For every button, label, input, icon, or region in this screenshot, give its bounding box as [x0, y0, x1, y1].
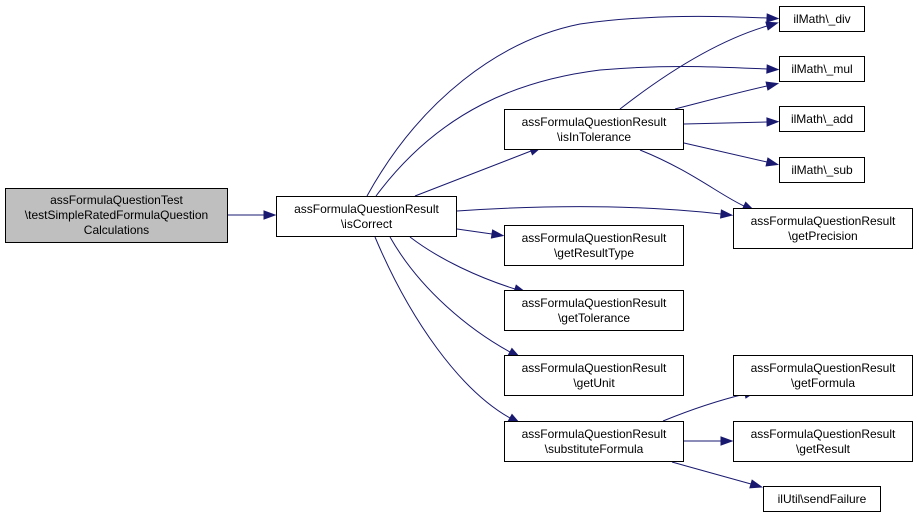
edge-is-in-tolerance-to-div: [619, 25, 768, 110]
node-label: ilMath\_sub: [791, 162, 853, 177]
edge-is-correct-to-get-tolerance: [409, 236, 516, 290]
edge-is-correct-to-div-arrowhead: [766, 13, 780, 23]
edge-is-in-tolerance-to-mul-arrowhead: [765, 81, 780, 91]
node-get-result-type[interactable]: assFormulaQuestionResult \getResultType: [504, 225, 684, 266]
edge-is-in-tolerance-to-add: [683, 121, 768, 125]
node-label: assFormulaQuestionResult \isCorrect: [294, 201, 439, 231]
node-get-precision[interactable]: assFormulaQuestionResult \getPrecision: [733, 208, 913, 249]
node-get-formula[interactable]: assFormulaQuestionResult \getFormula: [733, 355, 913, 396]
node-label: assFormulaQuestionResult \getResult: [750, 426, 896, 456]
edge-substitute-to-get-formula: [662, 393, 746, 422]
node-label: ilMath\_div: [793, 11, 851, 26]
edge-is-correct-to-get-precision-arrowhead: [720, 209, 734, 219]
node-get-unit[interactable]: assFormulaQuestionResult \getUnit: [504, 355, 684, 396]
node-label: assFormulaQuestionResult \getFormula: [750, 360, 896, 390]
node-label: assFormulaQuestionResult \getPrecision: [750, 213, 896, 243]
node-get-tolerance[interactable]: assFormulaQuestionResult \getTolerance: [504, 290, 684, 331]
node-send-failure[interactable]: ilUtil\sendFailure: [763, 486, 881, 512]
edge-is-correct-to-mul-arrowhead: [766, 64, 780, 74]
edge-is-in-tolerance-to-add-arrowhead: [766, 117, 780, 127]
edge-substitute-to-send-failure: [671, 461, 752, 485]
node-ilmath-mul[interactable]: ilMath\_mul: [779, 56, 865, 82]
node-label: ilMath\_add: [790, 111, 854, 126]
node-root-test: assFormulaQuestionTest \testSimpleRatedF…: [5, 188, 228, 243]
node-label: ilMath\_mul: [791, 61, 853, 76]
node-ilmath-add[interactable]: ilMath\_add: [779, 106, 865, 132]
edge-is-correct-to-mul: [375, 65, 768, 197]
edge-is-in-tolerance-to-sub: [683, 142, 768, 163]
edge-is-in-tolerance-to-sub-arrowhead: [765, 157, 780, 167]
edge-is-correct-to-get-precision: [456, 206, 722, 215]
node-label: assFormulaQuestionTest \testSimpleRatedF…: [24, 193, 209, 237]
node-label: assFormulaQuestionResult \substituteForm…: [521, 426, 667, 456]
node-label: assFormulaQuestionResult \isInTolerance: [521, 114, 667, 144]
node-ilmath-sub[interactable]: ilMath\_sub: [779, 157, 865, 183]
edge-is-correct-to-get-result-type-arrowhead: [490, 229, 505, 239]
edge-is-correct-to-get-unit: [389, 236, 511, 353]
node-label: ilUtil\sendFailure: [777, 491, 867, 506]
edge-substitute-to-send-failure-arrowhead: [749, 479, 764, 489]
edge-is-correct-to-get-result-type: [456, 228, 493, 235]
node-is-in-tolerance[interactable]: assFormulaQuestionResult \isInTolerance: [504, 109, 684, 150]
edge-root-to-is-correct-arrowhead: [263, 210, 277, 220]
node-label: assFormulaQuestionResult \getUnit: [521, 360, 667, 390]
edge-substitute-to-get-result-arrowhead: [720, 436, 734, 446]
edge-is-correct-to-is-in-tolerance: [414, 150, 532, 197]
node-is-correct[interactable]: assFormulaQuestionResult \isCorrect: [276, 196, 457, 237]
node-get-result[interactable]: assFormulaQuestionResult \getResult: [733, 421, 913, 462]
node-ilmath-div[interactable]: ilMath\_div: [779, 6, 865, 32]
edge-is-correct-to-div: [366, 15, 768, 197]
node-label: assFormulaQuestionResult \getTolerance: [521, 295, 667, 325]
edge-is-correct-to-substitute: [374, 236, 511, 419]
edge-is-in-tolerance-to-precision: [639, 149, 745, 207]
node-substitute-formula[interactable]: assFormulaQuestionResult \substituteForm…: [504, 421, 684, 462]
edge-is-in-tolerance-to-mul: [674, 85, 768, 110]
edge-is-in-tolerance-to-div-arrowhead: [765, 21, 779, 31]
node-label: assFormulaQuestionResult \getResultType: [521, 230, 667, 260]
